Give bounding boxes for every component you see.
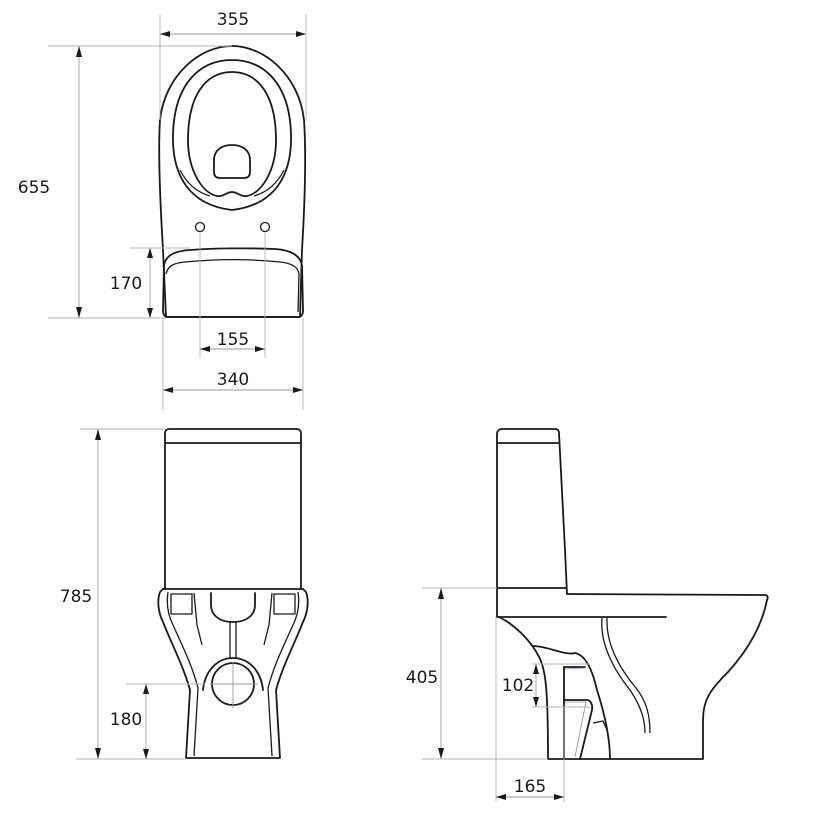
top-seat-inner-arc-left [179, 169, 211, 197]
dim-front-height-785: 785 [60, 587, 92, 607]
side-bowl-rim [566, 593, 769, 601]
front-trap [210, 592, 256, 623]
dim-side-height-405: 405 [406, 668, 438, 688]
front-slot-right [273, 593, 296, 615]
top-seat-ring [172, 59, 292, 211]
top-seat-opening [187, 71, 277, 198]
top-seat-inner-arc-right [253, 169, 285, 197]
dim-top-length-655: 655 [18, 178, 50, 198]
top-tank-outline [162, 247, 304, 318]
dim-front-outlet-180: 180 [110, 710, 142, 730]
side-bowl-outline [547, 599, 768, 760]
front-slot-left [170, 593, 193, 615]
top-bolt-hole-right [259, 221, 271, 233]
front-base-outline [157, 588, 309, 759]
side-view: 405 102 165 [406, 428, 769, 802]
top-bolt-hole-left [194, 221, 206, 233]
dim-top-bolt-spacing-155: 155 [217, 330, 249, 350]
top-tank-lid [165, 259, 300, 313]
dim-top-tank-width-340: 340 [217, 370, 249, 390]
top-drain-opening [213, 144, 251, 179]
side-tank-outline [496, 428, 568, 595]
dim-top-width-355: 355 [217, 10, 249, 30]
front-tank-outline [164, 428, 302, 590]
top-view: 355 655 170 155 340 [18, 10, 307, 410]
dim-side-outlet-102: 102 [502, 676, 534, 696]
dim-top-tank-depth-170: 170 [110, 274, 142, 294]
dim-side-offset-165: 165 [514, 777, 546, 797]
front-view: 785 180 [60, 428, 309, 760]
top-bowl-outline [158, 45, 306, 318]
